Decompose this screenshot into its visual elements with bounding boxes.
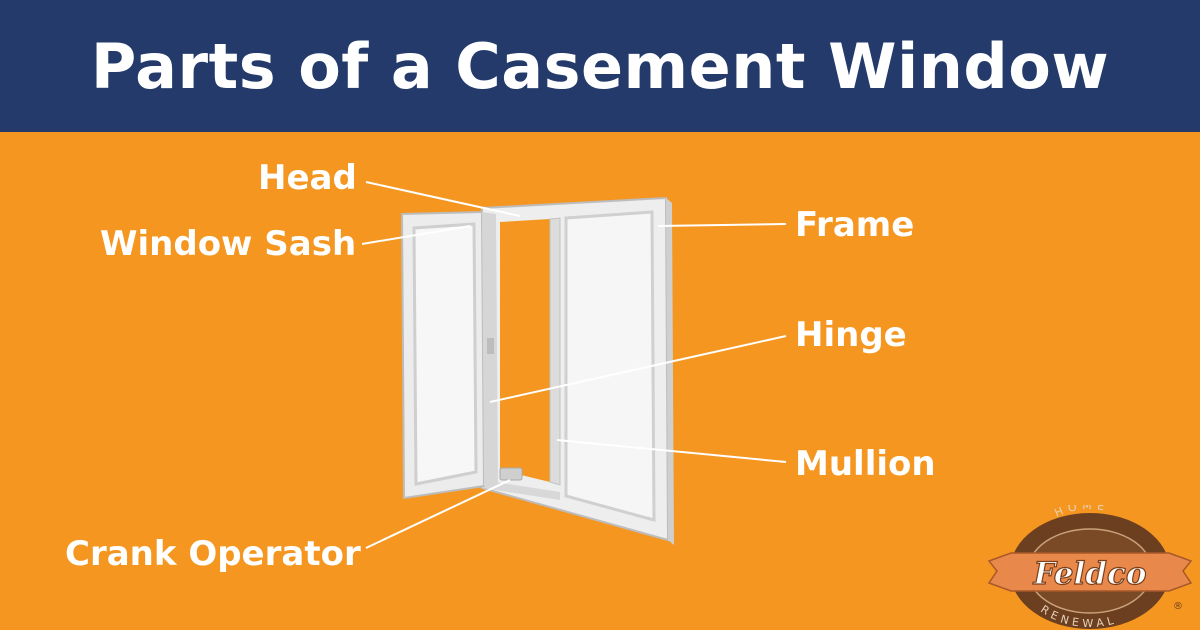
hinge-hardware [487,338,494,354]
window-mullion [549,217,561,486]
label-crank-operator: Crank Operator [65,534,361,574]
label-window-sash: Window Sash [100,224,357,264]
label-frame: Frame [795,205,915,245]
logo-banner [987,552,1193,592]
logo-registered: ® [1173,601,1183,612]
label-head: Head [258,158,357,198]
mullion-leader-line [556,439,787,463]
frame-depth [666,198,674,545]
title-banner: Parts of a Casement Window [0,0,1200,132]
crank-leader-line [365,479,511,549]
crank-operator [499,467,523,481]
logo-brand: Feldco [1032,556,1146,592]
window-opening [500,219,550,482]
sash-leader-line [361,225,471,245]
page-title: Parts of a Casement Window [90,29,1110,103]
hinge-leader-line [489,335,787,403]
fixed-pane-glass [564,210,656,522]
feldco-logo: HOME RENEWAL Feldco ® [987,505,1193,630]
label-hinge: Hinge [795,315,907,355]
label-mullion: Mullion [795,444,936,484]
head-leader-line [365,181,521,217]
frame-leader-line [657,223,787,227]
sash-glass [412,222,478,486]
